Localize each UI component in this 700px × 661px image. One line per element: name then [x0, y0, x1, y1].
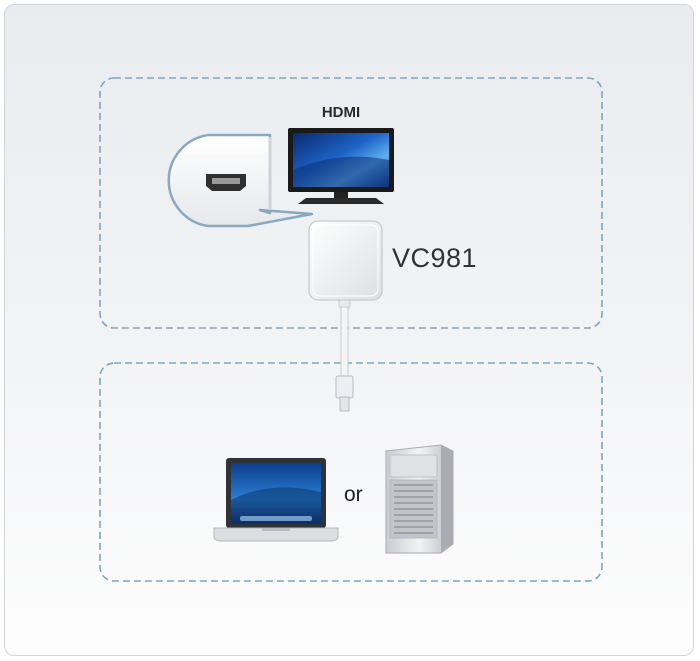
adapter-icon [309, 221, 382, 411]
hdmi-port-icon [206, 174, 246, 191]
adapter-model-label: VC981 [392, 243, 477, 274]
desktop-tower-icon [386, 445, 453, 553]
alternative-connector-label: or [344, 483, 363, 507]
hdmi-monitor-icon [288, 128, 394, 204]
laptop-icon [214, 458, 338, 541]
display-label: HDMI [306, 104, 376, 121]
